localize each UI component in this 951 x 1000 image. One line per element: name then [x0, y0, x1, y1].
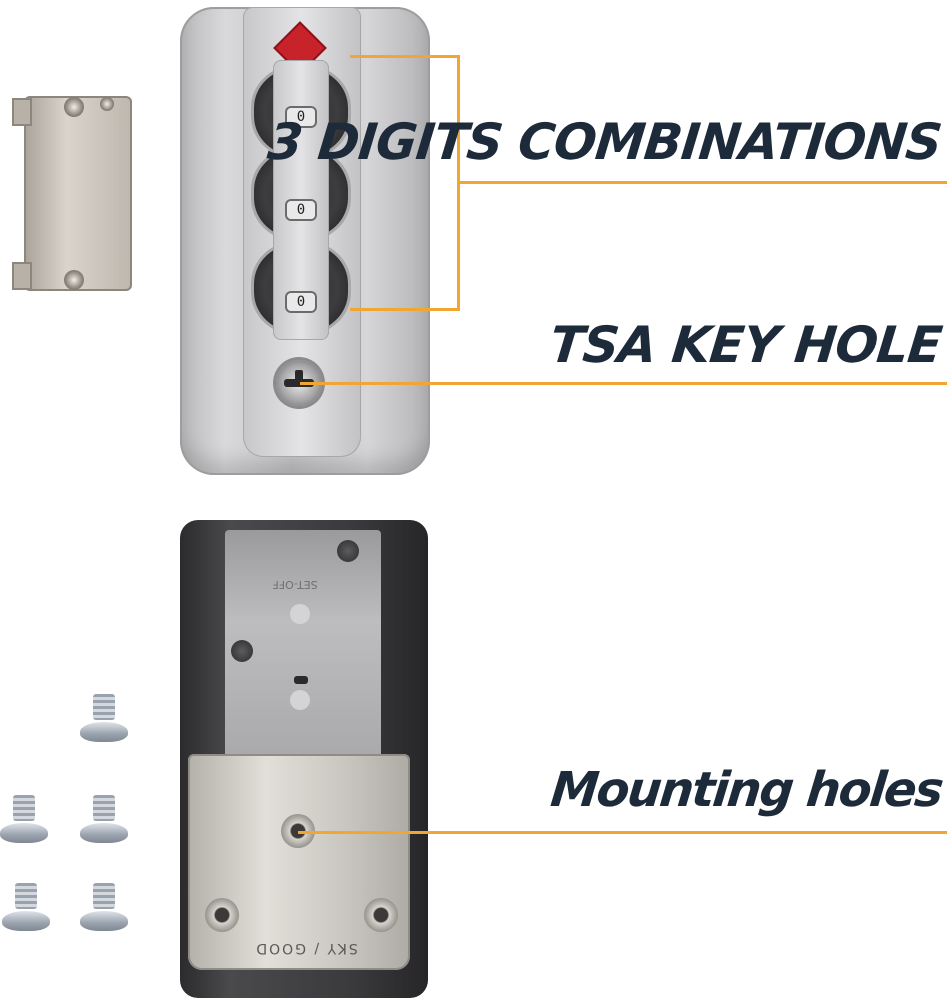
bracket-tab	[12, 262, 32, 290]
bracket-screw-hole	[100, 97, 114, 111]
screw-icon	[80, 722, 128, 742]
screw-thread	[93, 795, 115, 821]
digit-value: 0	[296, 109, 306, 125]
plate-hole	[290, 690, 310, 710]
callout-line	[298, 831, 947, 834]
label-digits-combinations: 3 DIGITS COMBINATIONS	[264, 113, 945, 171]
digit-window: 0	[285, 106, 317, 128]
keyhole-slot	[295, 370, 303, 384]
plate-engraving: SET-OFF	[272, 578, 318, 591]
plate-hole	[290, 604, 310, 624]
digit-window: 0	[285, 291, 317, 313]
bracket-tab	[12, 98, 32, 126]
callout-line	[300, 382, 947, 385]
bracket-engraving: SKY / GOOD	[254, 940, 358, 956]
screw-thread	[93, 883, 115, 909]
screw-icon	[2, 911, 50, 931]
screw-head-icon	[231, 640, 253, 662]
digit-value: 0	[296, 202, 306, 218]
screw-icon	[0, 823, 48, 843]
screw-thread	[15, 883, 37, 909]
mounting-bracket-image	[24, 96, 132, 291]
callout-line	[457, 181, 947, 184]
screw-thread	[13, 795, 35, 821]
screw-thread	[93, 694, 115, 720]
plate-slot	[294, 676, 308, 684]
bracket-screw-hole	[64, 97, 84, 117]
screw-head-icon	[337, 540, 359, 562]
callout-line	[350, 308, 460, 311]
screw-icon	[80, 911, 128, 931]
screw-icon	[80, 823, 128, 843]
digit-value: 0	[296, 294, 306, 310]
digit-window: 0	[285, 199, 317, 221]
bracket-screw-hole	[64, 270, 84, 290]
mounting-hole	[205, 898, 239, 932]
label-tsa-key-hole: TSA KEY HOLE	[546, 316, 945, 374]
label-mounting-holes: Mounting holes	[547, 762, 944, 818]
mounting-hole	[364, 898, 398, 932]
metal-mounting-bracket	[188, 754, 410, 970]
callout-line	[350, 55, 460, 58]
